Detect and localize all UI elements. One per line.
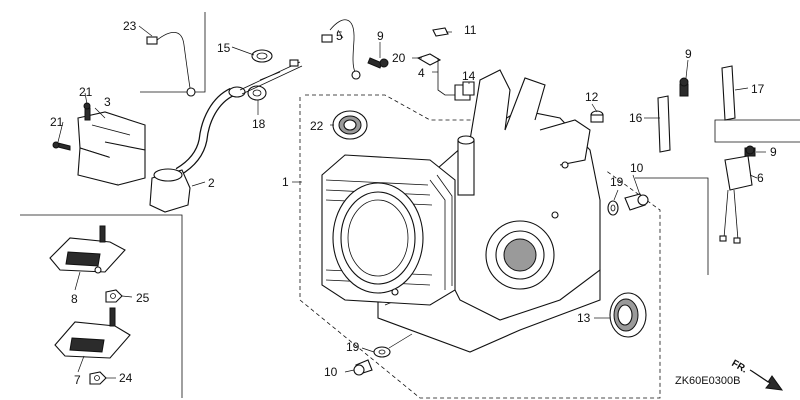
- leader-lines: [57, 25, 766, 379]
- bolt-10-right: [624, 193, 649, 211]
- callout-6: 6: [757, 171, 764, 185]
- callout-9-top: 9: [377, 29, 384, 43]
- callout-8: 8: [71, 292, 78, 306]
- nut-25: [105, 289, 123, 303]
- callout-1: 1: [282, 175, 289, 189]
- diagram-code: ZK60E0300B: [675, 375, 740, 387]
- callout-22: 22: [310, 119, 324, 133]
- callout-16: 16: [629, 111, 643, 125]
- grommet-18: [247, 85, 267, 101]
- callout-19-right: 19: [610, 175, 624, 189]
- ground-wire-23: [146, 31, 196, 97]
- callout-labels: 23 15 5 9 11 20 4 14 21 3 21 18 22 1 2 1…: [50, 19, 777, 387]
- callout-13: 13: [577, 311, 591, 325]
- mount-rubber-8: [49, 225, 126, 274]
- cylinder-barrel: [321, 69, 601, 353]
- callout-2: 2: [208, 176, 215, 190]
- bolt-21b: [52, 141, 71, 151]
- callout-19-bottom: 19: [346, 340, 360, 354]
- plug-12: [590, 110, 604, 123]
- callout-3: 3: [104, 95, 111, 109]
- pin-14: [462, 81, 475, 96]
- clamp-15: [251, 49, 273, 63]
- frame-lines: [20, 12, 800, 398]
- bolt-9-top: [367, 57, 389, 69]
- breather-hose-2: [149, 86, 246, 213]
- callout-4: 4: [418, 66, 425, 80]
- front-direction-label: FR.: [730, 358, 750, 376]
- callout-5: 5: [336, 29, 343, 43]
- callout-7: 7: [74, 373, 81, 387]
- oil-level-switch-6: [719, 155, 753, 244]
- callout-9-lower-right: 9: [770, 145, 777, 159]
- callout-12: 12: [585, 90, 599, 104]
- washer-11: [432, 27, 449, 37]
- oil-seal-13: [609, 292, 647, 338]
- callout-10-bottom: 10: [324, 365, 338, 379]
- bolt-21a: [83, 102, 91, 121]
- callout-11: 11: [464, 23, 477, 37]
- mount-rubber-7: [54, 307, 131, 359]
- washer-19-right: [607, 200, 619, 216]
- callout-25: 25: [136, 291, 150, 305]
- bolt-9-lower-right: [744, 145, 756, 157]
- callout-15: 15: [217, 41, 231, 55]
- callout-23: 23: [123, 19, 137, 33]
- bearing-22: [332, 110, 368, 140]
- callout-21-lower: 21: [50, 115, 64, 129]
- oil-alert-wire-5: [239, 19, 361, 95]
- callout-9-right: 9: [685, 47, 692, 61]
- callout-21-upper: 21: [79, 85, 93, 99]
- callout-17: 17: [751, 82, 765, 96]
- holder-3: [77, 111, 146, 186]
- bolt-10-bottom: [353, 359, 373, 376]
- callout-14: 14: [462, 69, 476, 83]
- washer-19-bottom: [373, 346, 391, 358]
- stay-16: [657, 95, 671, 153]
- callout-18: 18: [252, 117, 266, 131]
- callout-24: 24: [119, 371, 133, 385]
- callout-20: 20: [392, 51, 406, 65]
- callout-10-right: 10: [630, 161, 644, 175]
- pin-20: [416, 53, 442, 66]
- bolt-9-right: [679, 77, 689, 97]
- stay-17: [721, 65, 736, 121]
- nut-24: [89, 371, 107, 385]
